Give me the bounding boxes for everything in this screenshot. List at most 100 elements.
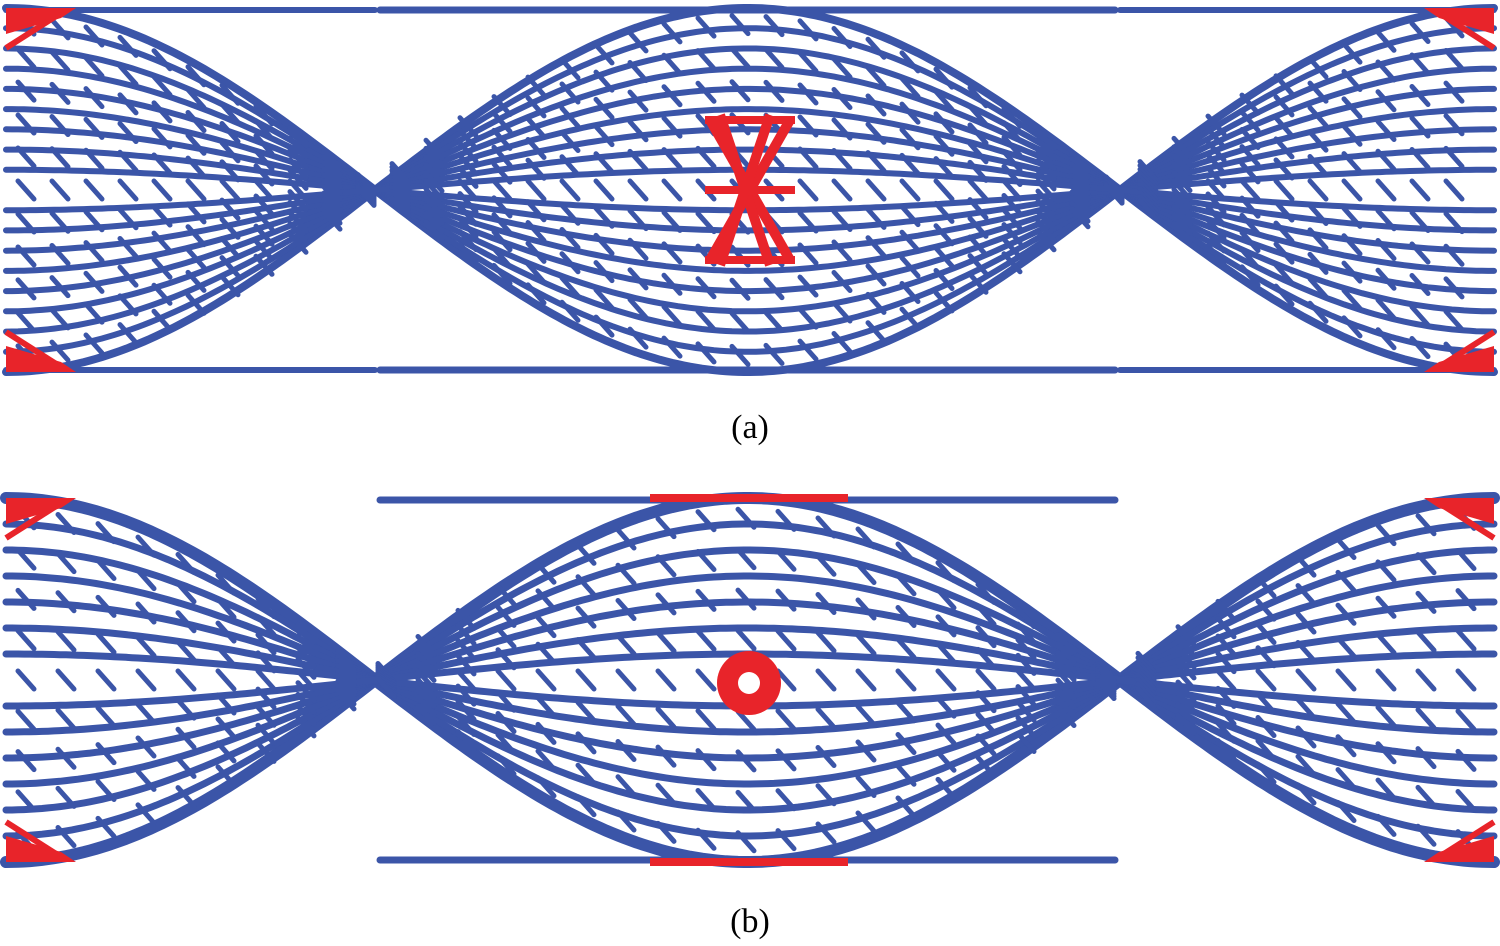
tie-bar [1295, 725, 1317, 749]
tie-bar [525, 220, 547, 244]
tie-bar [151, 230, 173, 254]
tie-bar [1341, 178, 1363, 202]
tie-bar [1375, 148, 1397, 172]
tie-bar [457, 165, 479, 189]
tie-bar [185, 109, 207, 133]
tie-bar [1171, 221, 1193, 245]
tie-bar [455, 607, 477, 631]
tie-bar [457, 229, 479, 253]
tie-bar [255, 722, 277, 746]
tie-bar [295, 680, 317, 704]
tie-bar [615, 703, 637, 727]
tie-bar [559, 130, 581, 154]
tie-bar [535, 561, 557, 585]
tie-bar [1137, 159, 1159, 183]
tie-bar [627, 178, 649, 202]
tie-bar [1335, 536, 1357, 560]
tie-bar [559, 299, 581, 323]
tie-bar [559, 178, 581, 202]
tie-bar [415, 659, 437, 683]
tie-bar [457, 241, 479, 265]
tie-bar [287, 178, 309, 202]
tie-bar [287, 189, 309, 213]
tie-bar [1055, 659, 1077, 683]
tie-bar [1171, 152, 1193, 176]
tie-bar [49, 81, 71, 105]
tie-bar [95, 521, 117, 545]
tie-bar [335, 673, 357, 697]
tie-bar [1055, 668, 1077, 692]
tie-bar [495, 604, 517, 628]
tie-bar [1455, 548, 1477, 572]
tie-bar [287, 167, 309, 191]
tie-bar [495, 732, 517, 756]
tie-bar [321, 166, 343, 190]
tie-bar [1295, 554, 1317, 578]
tie-bar [1335, 602, 1357, 626]
tie-bar [215, 668, 237, 692]
tie-bar [935, 695, 957, 719]
tie-bar [735, 789, 757, 813]
tie-bar [321, 160, 343, 184]
tie-bar [1171, 195, 1193, 219]
tie-bar [135, 601, 157, 625]
tie-bar [525, 74, 547, 98]
tie-bar [1375, 559, 1397, 583]
tie-bar [1335, 701, 1357, 725]
ribbon-curve [2, 572, 1498, 788]
tie-bar [457, 140, 479, 164]
support-strut [1437, 329, 1496, 370]
tie-bar [1415, 552, 1437, 576]
tie-bar [615, 739, 637, 763]
tie-bar [219, 121, 241, 145]
tie-bar [1415, 746, 1437, 770]
tie-bar [117, 178, 139, 202]
tie-bar [935, 614, 957, 638]
tie-bar [575, 605, 597, 629]
tie-bar [1295, 782, 1317, 806]
tie-bar [1001, 193, 1023, 217]
tie-bar [655, 668, 677, 692]
tie-bar [423, 202, 445, 226]
tie-bar [151, 308, 173, 332]
tie-bar [321, 208, 343, 232]
tie-bar [855, 668, 877, 692]
tie-bar [295, 645, 317, 669]
tie-bar [117, 63, 139, 87]
ribbon-curve [3, 45, 1497, 335]
ribbon-curve [2, 624, 1498, 736]
tie-bar [15, 668, 37, 692]
tie-bar [457, 191, 479, 215]
tie-bar [967, 215, 989, 239]
tie-bar [975, 755, 997, 779]
tie-bar [1215, 703, 1237, 727]
tie-bar [185, 292, 207, 316]
tie-bar [1307, 227, 1329, 251]
tie-bar [1375, 632, 1397, 656]
tie-bar [655, 592, 677, 616]
tie-bar [815, 630, 837, 654]
tie-bar [423, 211, 445, 235]
tie-bar [1135, 650, 1157, 674]
tie-bar [455, 623, 477, 647]
tie-bar [185, 64, 207, 88]
tie-bar [1415, 823, 1437, 847]
tie-bar [1135, 655, 1157, 679]
tie-bar [815, 744, 837, 768]
tie-bar [175, 639, 197, 663]
tie-bar [615, 633, 637, 657]
support-strut [4, 10, 63, 51]
tie-bar [661, 272, 683, 296]
tie-bar [151, 126, 173, 150]
tie-bar [1409, 304, 1431, 328]
tie-bar [83, 209, 105, 233]
tie-bar [457, 115, 479, 139]
tie-bar [455, 698, 477, 722]
tie-bar [49, 49, 71, 73]
tie-bar [1455, 788, 1477, 812]
tie-bar [1175, 690, 1197, 714]
tie-bar [83, 270, 105, 294]
tie-bar [219, 274, 241, 298]
tie-bar [175, 785, 197, 809]
tie-bar [695, 145, 717, 169]
